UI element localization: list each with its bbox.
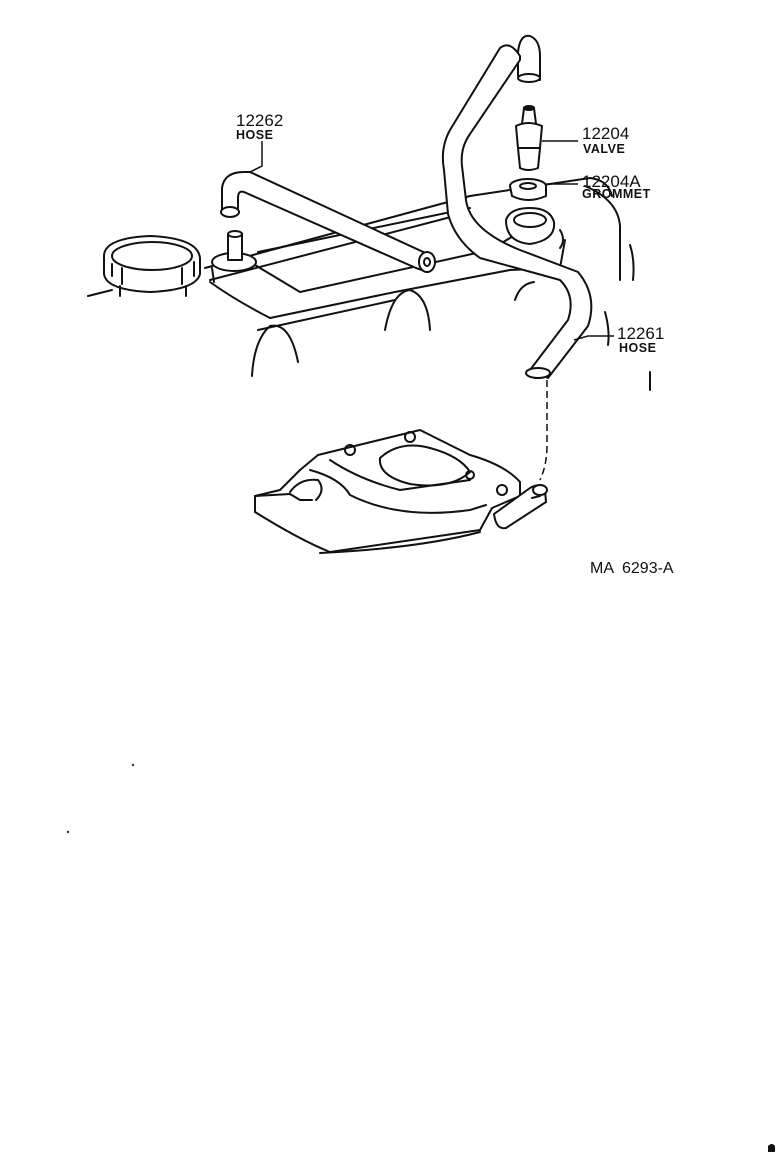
callout-name-valve: VALVE <box>583 142 625 156</box>
oil-filler-cap <box>103 235 201 297</box>
hose-12262 <box>220 171 436 273</box>
callout-number-12261: 12261 <box>617 324 664 343</box>
callout-number-12262: 12262 <box>236 111 283 130</box>
grommet-12204a <box>505 178 564 249</box>
throttle-base-plate <box>254 429 548 554</box>
pcv-fitting-left <box>211 230 257 272</box>
connection-line <box>539 380 548 481</box>
callout-number-12204a: 12204A <box>582 172 641 191</box>
callout-number-12204: 12204 <box>582 124 629 143</box>
hose-12261 <box>441 34 593 379</box>
scan-specks <box>66 763 775 1152</box>
leader-12262 <box>249 141 263 173</box>
leader-12261 <box>573 335 614 341</box>
callout-name-hose-left: HOSE <box>236 128 273 142</box>
pcv-valve-12204 <box>515 105 543 171</box>
callout-name-hose-right: HOSE <box>619 341 656 355</box>
diagram-code: MA 6293-A <box>590 560 674 577</box>
callout-leaders <box>249 140 614 341</box>
callout-name-grommet: GROMMET <box>582 187 651 201</box>
